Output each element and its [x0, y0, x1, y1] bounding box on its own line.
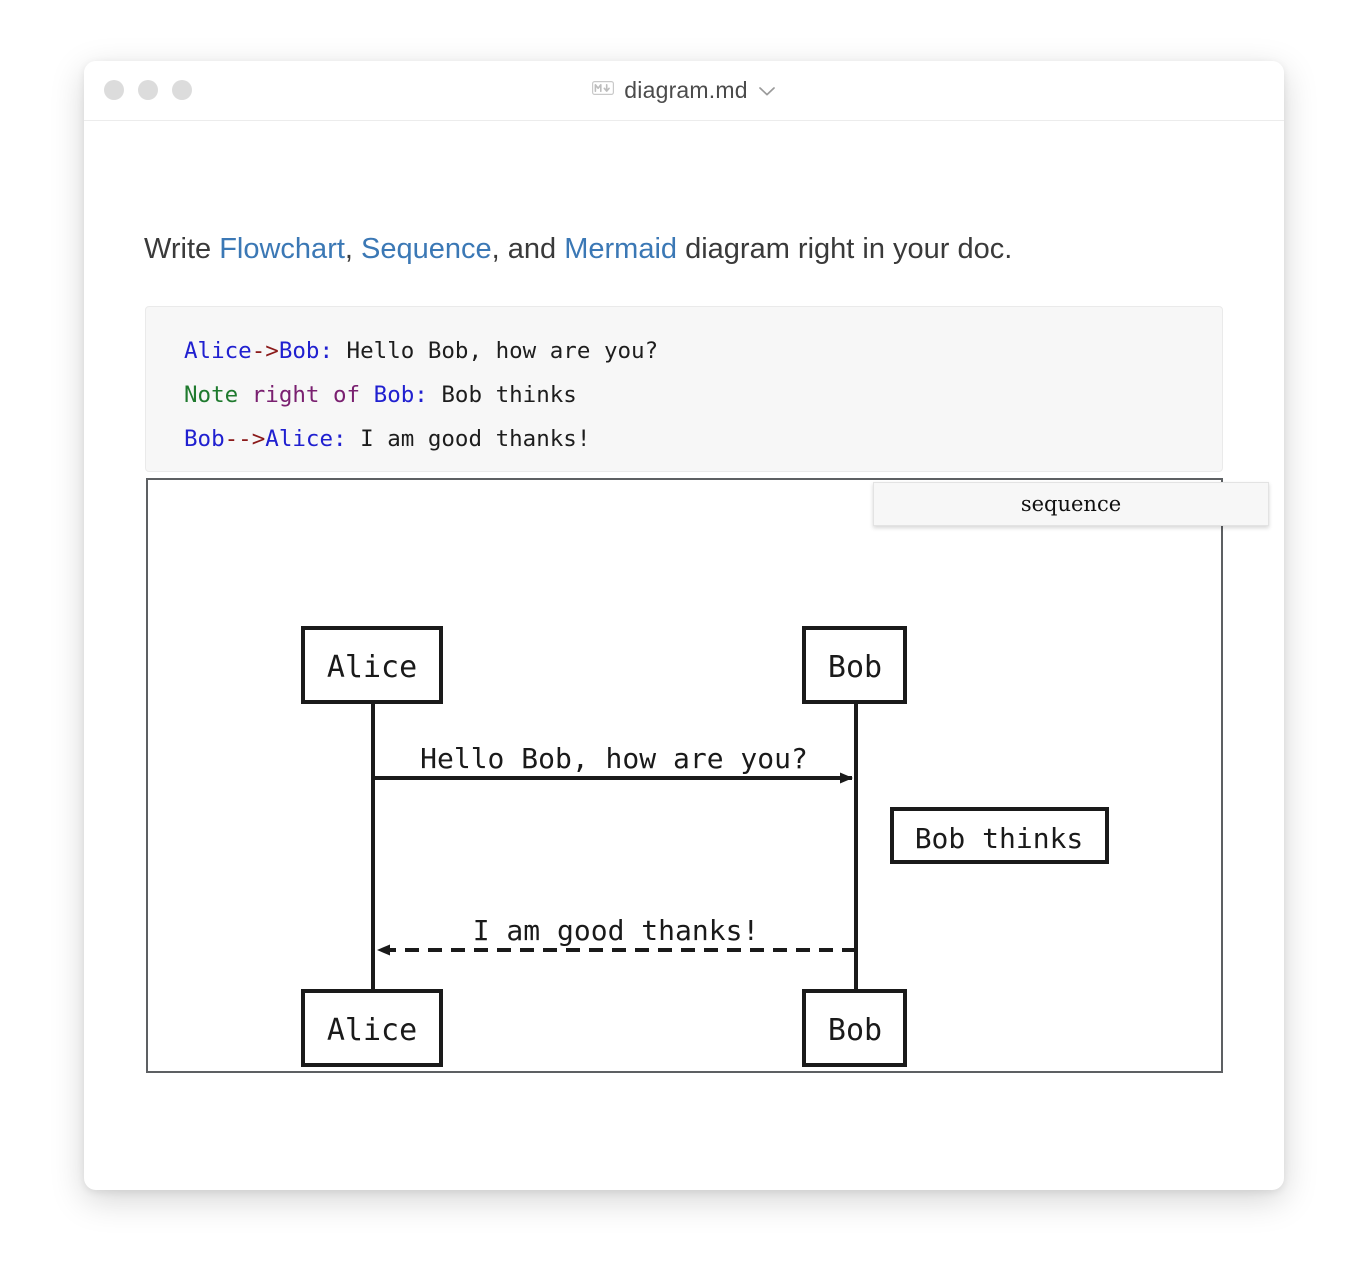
window-controls — [104, 80, 192, 100]
participant-box-alice-bottom: Alice — [301, 989, 443, 1067]
code-message-3: I am good thanks! — [346, 426, 591, 452]
diagram-type-badge[interactable]: sequence — [873, 482, 1269, 526]
code-arrow-3: --> — [224, 426, 266, 452]
lead-text-1: Write — [144, 233, 220, 265]
participant-label-alice-top: Alice — [327, 650, 417, 685]
lead-paragraph: Write Flowchart, Sequence, and Mermaid d… — [144, 231, 1012, 269]
link-flowchart[interactable]: Flowchart — [219, 233, 345, 265]
message-label-2: I am good thanks! — [473, 914, 760, 947]
code-arrow-1: -> — [251, 338, 279, 364]
page-title: diagram.md — [624, 77, 748, 103]
participant-label-alice-bottom: Alice — [327, 1013, 417, 1048]
note-label: Bob thinks — [915, 822, 1084, 855]
participant-label-bob-top: Bob — [828, 650, 882, 685]
diagram-preview: sequence Alice — [146, 478, 1269, 1073]
code-actor-to-3: Alice: — [265, 426, 347, 452]
note-bob-thinks: Bob thinks — [890, 807, 1109, 864]
app-window: diagram.md Write Flowchart, Sequence, an… — [84, 61, 1284, 1190]
code-line-3: Bob-->Alice: I am good thanks! — [184, 417, 1222, 461]
code-actor-to-1: Bob: — [278, 338, 334, 364]
markdown-icon — [592, 81, 615, 100]
close-button[interactable] — [104, 80, 124, 100]
code-note-keyword-2: Note — [184, 382, 239, 408]
lead-text-3: , and — [491, 233, 565, 265]
chevron-down-icon[interactable] — [758, 84, 776, 102]
link-mermaid[interactable]: Mermaid — [564, 233, 678, 265]
code-message-2: Bob thinks — [427, 382, 577, 408]
participant-box-alice-top: Alice — [301, 626, 443, 704]
lead-text-4: diagram right in your doc. — [677, 233, 1013, 265]
code-line-1: Alice->Bob: Hello Bob, how are you? — [184, 329, 1222, 373]
code-actor-from-3: Bob — [184, 426, 225, 452]
code-note-position-2: right of — [238, 382, 374, 408]
window-title-group: diagram.md — [84, 77, 1284, 104]
message-1-alice-to-bob: Hello Bob, how are you? — [373, 742, 853, 784]
code-actor-to-2: Bob: — [373, 382, 428, 408]
link-sequence[interactable]: Sequence — [361, 233, 492, 265]
code-line-2: Note right of Bob: Bob thinks — [184, 373, 1222, 417]
sequence-diagram-svg: Alice Bob Hello Bob, how are you? Bob th… — [301, 626, 1109, 1067]
code-actor-from-1: Alice — [184, 338, 252, 364]
code-block[interactable]: Alice->Bob: Hello Bob, how are you? Note… — [145, 306, 1223, 472]
participant-label-bob-bottom: Bob — [828, 1013, 882, 1048]
participant-box-bob-bottom: Bob — [802, 989, 907, 1067]
maximize-button[interactable] — [172, 80, 192, 100]
message-label-1: Hello Bob, how are you? — [420, 742, 808, 775]
lead-text-2: , — [344, 233, 362, 265]
title-bar: diagram.md — [84, 61, 1284, 121]
code-message-1: Hello Bob, how are you? — [333, 338, 659, 364]
message-2-bob-to-alice: I am good thanks! — [377, 914, 856, 956]
minimize-button[interactable] — [138, 80, 158, 100]
participant-box-bob-top: Bob — [802, 626, 907, 704]
